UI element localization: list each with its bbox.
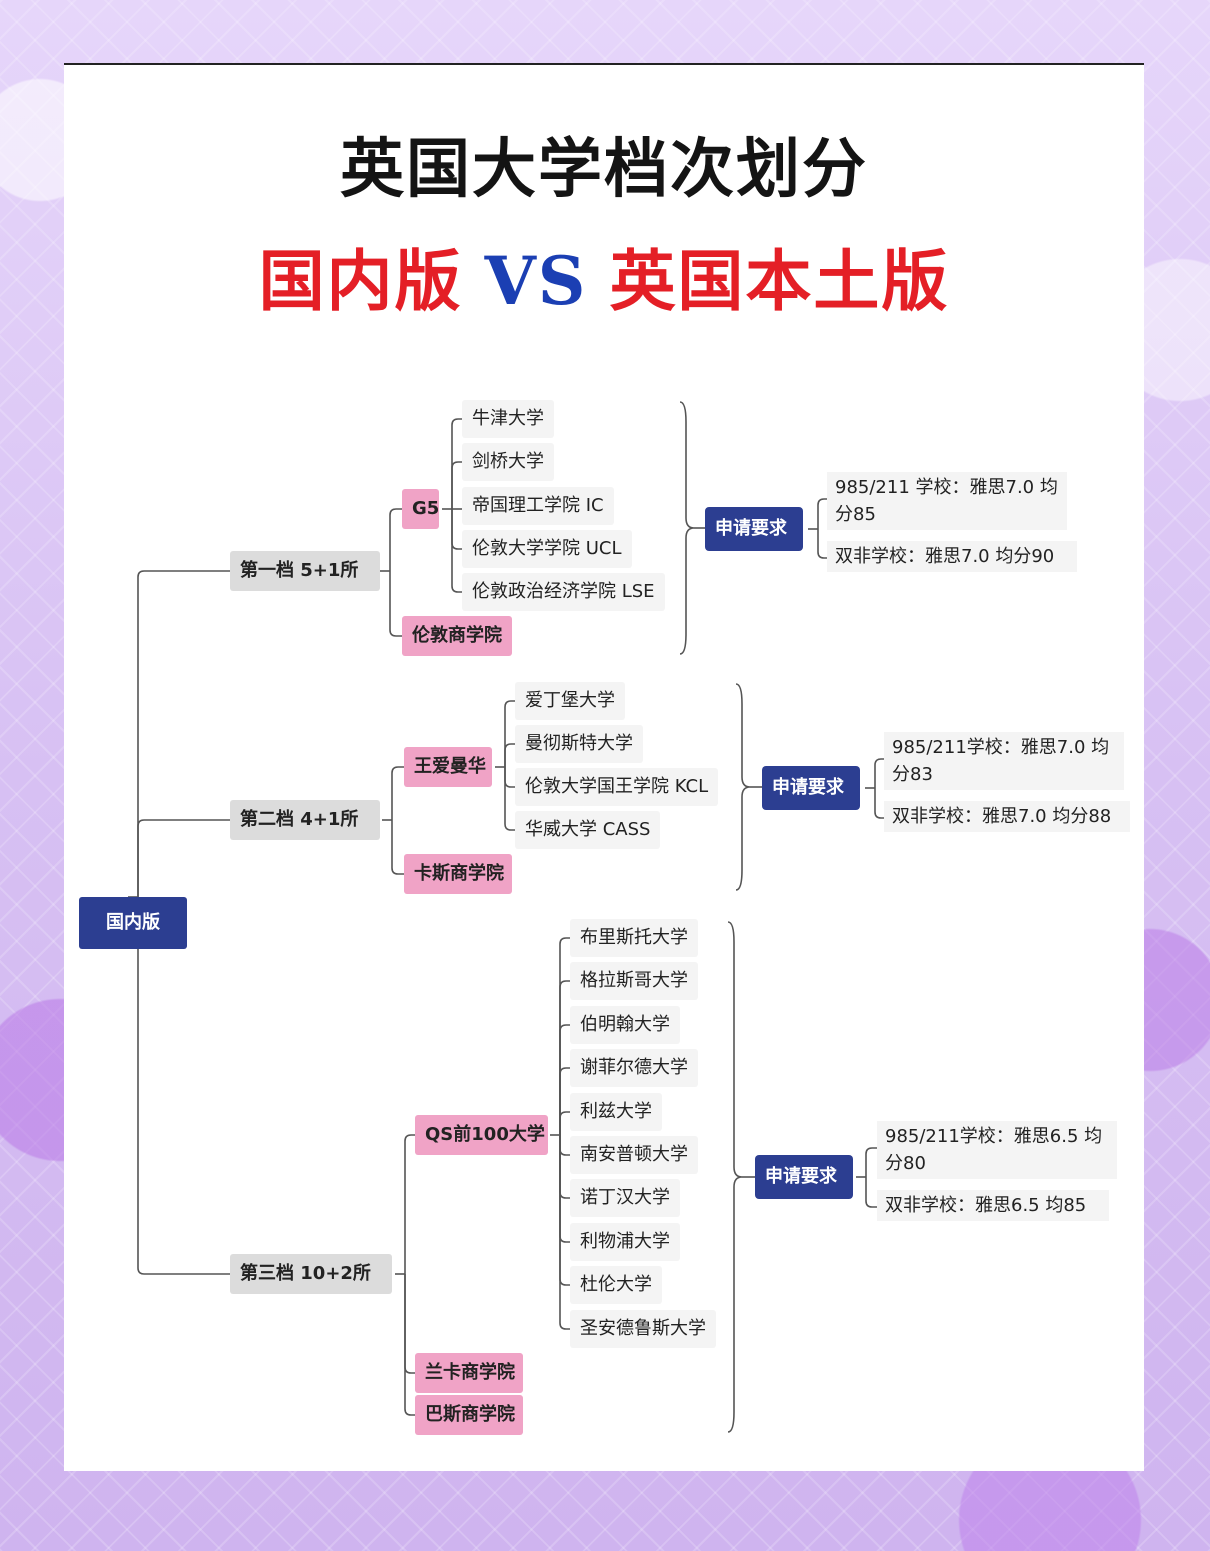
tier1-connector-branch xyxy=(389,571,402,637)
g5-connector-branch xyxy=(451,461,462,509)
tier3-schools-connector-branch xyxy=(559,980,570,1135)
g5-connector-branch xyxy=(451,509,462,550)
tier-3-node[interactable]: 第三档 10+2所 xyxy=(230,1254,392,1294)
tier-1-node[interactable]: 第一档 5+1所 xyxy=(230,551,380,591)
tier-3-school: 南安普顿大学 xyxy=(570,1136,698,1174)
tier1-req-connector-branch xyxy=(817,529,827,559)
tier3-schools-connector-branch xyxy=(559,1111,570,1135)
tier-2-group-cass[interactable]: 卡斯商学院 xyxy=(404,854,512,894)
tier-1-req-other: 双非学校：雅思7.0 均分90 xyxy=(827,541,1077,572)
tier-1-group-g5[interactable]: G5 xyxy=(402,489,439,529)
tier-2-req-985: 985/211学校：雅思7.0 均分83 xyxy=(884,732,1124,790)
tier-2-school: 华威大学 CASS xyxy=(515,811,661,849)
tier3-req-connector-branch xyxy=(865,1147,877,1177)
tier-3-school: 利物浦大学 xyxy=(570,1223,680,1261)
tier-3-req-other: 双非学校：雅思6.5 均85 xyxy=(877,1190,1109,1221)
tier-2-school: 爱丁堡大学 xyxy=(515,682,625,720)
tier3-schools-connector-branch xyxy=(559,1067,570,1135)
tier2-schools-connector-branch xyxy=(504,767,515,831)
page-title: 英国大学档次划分 xyxy=(340,132,868,207)
tier-3-group-bath[interactable]: 巴斯商学院 xyxy=(415,1395,523,1435)
tier-1-school: 伦敦大学学院 UCL xyxy=(462,530,632,568)
tier3-schools-connector-branch xyxy=(559,1024,570,1135)
g5-connector-branch xyxy=(451,509,462,593)
tier3-schools-connector-branch xyxy=(559,1135,570,1243)
tier3-connector-branch xyxy=(404,1274,415,1416)
tier3-schools-connector-branch xyxy=(559,1135,570,1330)
tier-3-school: 伯明翰大学 xyxy=(570,1006,680,1044)
tier-1-group-lbs[interactable]: 伦敦商学院 xyxy=(402,616,512,656)
page-subtitle: 国内版 VS 英国本土版 xyxy=(64,228,1144,324)
tier-3-requirement-node[interactable]: 申请要求 xyxy=(755,1155,853,1199)
tier-2-school: 伦敦大学国王学院 KCL xyxy=(515,768,719,806)
tier2-connector-branch xyxy=(391,820,404,875)
subtitle-uk: 英国本土版 xyxy=(609,242,950,320)
tier-3-school: 布里斯托大学 xyxy=(570,919,698,957)
tier2-schools-connector-branch xyxy=(504,700,515,767)
tier-3-school: 格拉斯哥大学 xyxy=(570,962,698,1000)
subtitle-domestic: 国内版 xyxy=(258,242,463,320)
tier-3-group-qs100[interactable]: QS前100大学 xyxy=(415,1115,548,1155)
tier1-brace xyxy=(679,401,695,655)
tier-1-school: 帝国理工学院 IC xyxy=(462,487,614,525)
root-connector-branch xyxy=(137,897,230,1275)
tier3-schools-connector-branch xyxy=(559,1135,570,1286)
tier-3-school: 谢菲尔德大学 xyxy=(570,1049,698,1087)
tier-3-req-985: 985/211学校：雅思6.5 均分80 xyxy=(877,1121,1117,1179)
tier-3-group-lancaster[interactable]: 兰卡商学院 xyxy=(415,1353,523,1393)
tier3-connector-branch xyxy=(404,1134,415,1274)
tier-1-requirement-node[interactable]: 申请要求 xyxy=(705,507,803,551)
root-connector-branch xyxy=(137,570,230,897)
tier3-schools-connector-branch xyxy=(559,1135,570,1199)
tier-3-school: 利兹大学 xyxy=(570,1093,662,1131)
tier1-connector-branch xyxy=(389,508,402,571)
tier1-req-connector-branch xyxy=(817,498,827,529)
tier-1-school: 伦敦政治经济学院 LSE xyxy=(462,573,665,611)
tier-3-school: 圣安德鲁斯大学 xyxy=(570,1310,716,1348)
tier-2-node[interactable]: 第二档 4+1所 xyxy=(230,800,380,840)
tier2-schools-connector-branch xyxy=(504,767,515,788)
tier2-schools-connector-branch xyxy=(504,743,515,767)
tier3-schools-connector-branch xyxy=(559,1135,570,1156)
tier-1-req-985: 985/211 学校：雅思7.0 均分85 xyxy=(827,472,1067,530)
tier3-connector-branch xyxy=(404,1274,415,1374)
tier-2-requirement-node[interactable]: 申请要求 xyxy=(762,766,860,810)
tier2-req-connector-branch xyxy=(874,788,884,819)
tier-2-school: 曼彻斯特大学 xyxy=(515,725,643,763)
root-connector-branch xyxy=(137,819,230,897)
tier3-schools-connector-branch xyxy=(559,937,570,1135)
tier-1-school: 牛津大学 xyxy=(462,400,554,438)
tier3-brace xyxy=(727,921,743,1433)
tier-1-school: 剑桥大学 xyxy=(462,443,554,481)
g5-connector-branch xyxy=(451,418,462,509)
tier2-connector-branch xyxy=(391,766,404,820)
tier2-req-connector-branch xyxy=(874,758,884,788)
tier3-req-connector-branch xyxy=(865,1177,877,1208)
tier-3-school: 诺丁汉大学 xyxy=(570,1179,680,1217)
tier-2-group-main[interactable]: 王爱曼华 xyxy=(404,747,492,787)
tier-3-school: 杜伦大学 xyxy=(570,1266,662,1304)
root-node[interactable]: 国内版 xyxy=(79,897,187,949)
tier2-brace xyxy=(735,683,751,891)
tier-2-req-other: 双非学校：雅思7.0 均分88 xyxy=(884,801,1130,832)
subtitle-vs: VS xyxy=(484,242,588,320)
